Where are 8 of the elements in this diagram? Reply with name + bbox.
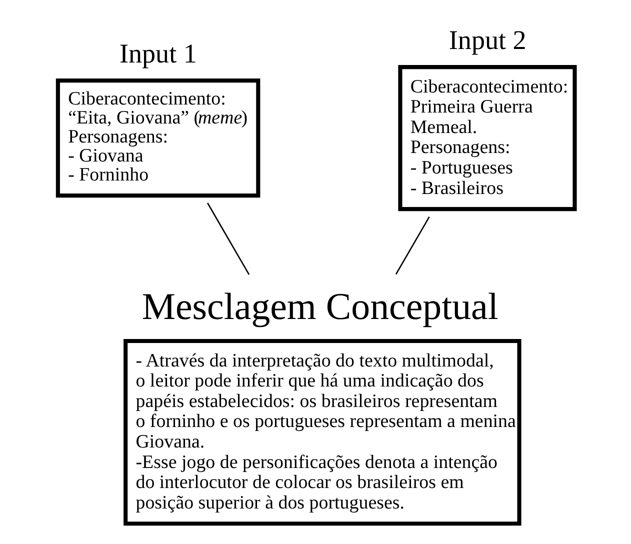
connector [206, 202, 250, 275]
node-box: Ciberacontecimento: Primeira Guerra Memeal. Personagens: - Portugueses - Brasileiros [398, 65, 576, 212]
node-box: - Através da interpretação do texto multimodal, o leitor pode inferir que há uma indicação dos papéis estabelecidos: os brasileiros representam o forninho e os portugueses representam a menina Giovana. -Esse jogo de personificações denota a intenção do interlocutor de colocar os brasileiros em posição superior à dos portugueses. [123, 338, 521, 526]
node-box: Ciberacontecimento: “Eita, Giovana” (meme) Personagens: - Giovana - Forninho [55, 78, 260, 198]
connector [394, 216, 430, 275]
node-label: Input 1 [118, 38, 196, 68]
node-label: Input 2 [448, 24, 526, 55]
node-label: Mesclagem Conceptual [141, 286, 498, 328]
